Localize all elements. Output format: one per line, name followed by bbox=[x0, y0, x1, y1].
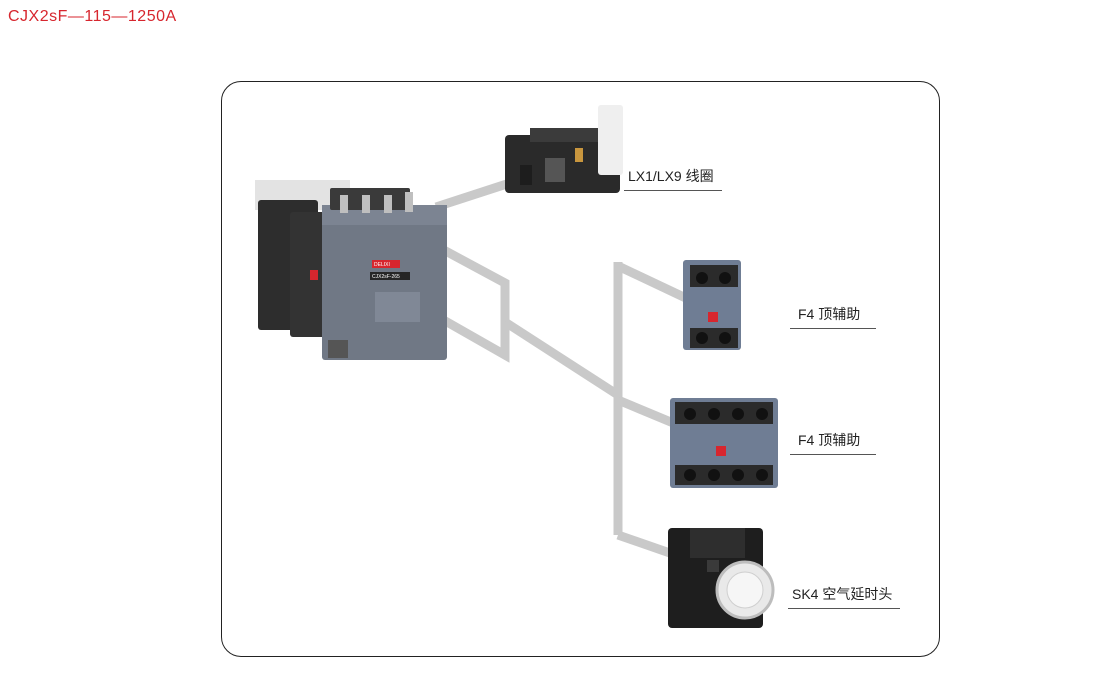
label-aux-2pole: F4 顶辅助 bbox=[790, 304, 877, 329]
brand-marking: DELIXI bbox=[374, 262, 390, 268]
page-title: CJX2sF—115—1250A bbox=[8, 8, 177, 25]
aux-contact-2pole-image bbox=[683, 260, 741, 350]
air-timer-image bbox=[668, 528, 775, 628]
connector-lines bbox=[434, 173, 692, 565]
contactor-image: DELIXI CJX2sF-265 bbox=[255, 180, 447, 360]
label-aux-2pole-text: F4 顶辅助 bbox=[798, 306, 861, 322]
aux-contact-4pole-image bbox=[670, 398, 778, 488]
connector-to-bus bbox=[502, 318, 621, 399]
label-aux-4pole: F4 顶辅助 bbox=[790, 430, 877, 455]
label-coil: LX1/LX9 线圈 bbox=[624, 166, 722, 191]
model-marking: CJX2sF-265 bbox=[372, 274, 400, 280]
label-timer-text: SK4 空气延时头 bbox=[792, 586, 893, 602]
label-timer: SK4 空气延时头 bbox=[788, 584, 901, 609]
label-coil-text: LX1/LX9 线圈 bbox=[628, 168, 714, 184]
label-aux-4pole-text: F4 顶辅助 bbox=[798, 432, 861, 448]
connector-contactor-vertical bbox=[437, 244, 510, 363]
coil-module-image bbox=[505, 105, 623, 193]
connector-aux1 bbox=[616, 261, 692, 305]
